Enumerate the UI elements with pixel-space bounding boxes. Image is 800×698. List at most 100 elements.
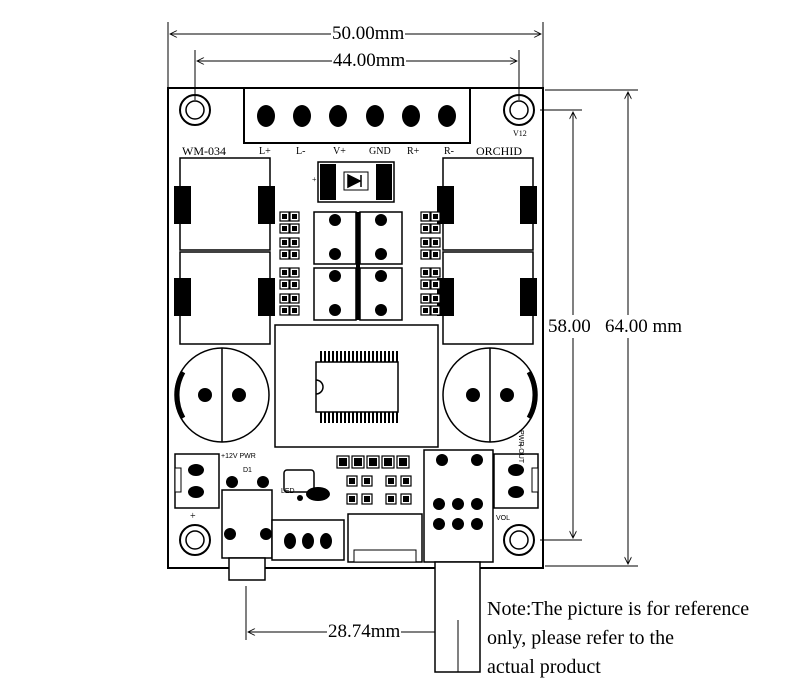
smd-pad-fill [403, 496, 409, 502]
ic-pin [352, 412, 354, 423]
terminal-label-r-minus: R- [444, 146, 454, 157]
ic-pin [396, 351, 398, 362]
electrolytic-cap-left [174, 347, 270, 443]
smd-pad-fill [423, 308, 428, 313]
ic-pin [332, 412, 334, 423]
smd-pad-fill [282, 308, 287, 313]
led-component [283, 469, 330, 501]
ic-pin [388, 351, 390, 362]
inductor-right-bottom [437, 251, 537, 345]
label-shaft-offset: 28.74mm [327, 621, 402, 642]
volume-potentiometer [423, 449, 494, 673]
label-outer-width: 50.00mm [331, 23, 406, 44]
smd-pad-fill [292, 214, 297, 219]
electrolytic-cap-right [442, 347, 538, 443]
terminal-label-r-plus: R+ [407, 146, 420, 157]
capacitor-pins [329, 212, 387, 320]
led-label: LED [281, 488, 295, 495]
smd-pad-fill [403, 478, 409, 484]
ic-pin [352, 351, 354, 362]
smd-pad-fill [339, 458, 347, 466]
ic-pin [340, 351, 342, 362]
amplifier-ic [274, 324, 439, 448]
smd-pad-fill [433, 240, 438, 245]
smd-pad-fill [282, 296, 287, 301]
ic-pin [380, 412, 382, 423]
mounting-hole-top-right [503, 94, 535, 126]
smd-pad-fill [433, 252, 438, 257]
ic-pin [372, 412, 374, 423]
smd-pad-fill [349, 496, 355, 502]
smd-pad-fill [292, 252, 297, 257]
smd-pad-fill [433, 296, 438, 301]
smd-pad-fill [423, 240, 428, 245]
smd-pad-fill [349, 478, 355, 484]
smd-pad-fill [282, 282, 287, 287]
ic-pin [328, 412, 330, 423]
ic-pin [384, 412, 386, 423]
terminal-label-v-plus: V+ [333, 146, 346, 157]
smd-pad-fill [292, 226, 297, 231]
d1-label: D1 [243, 467, 252, 474]
smd-pad-fill [282, 226, 287, 231]
ic-pin [380, 351, 382, 362]
ic-pin [344, 412, 346, 423]
smd-pad-fill [423, 296, 428, 301]
smd-pad-fill [433, 282, 438, 287]
smd-pad-fill [433, 214, 438, 219]
label-outer-height: 64.00 mm [605, 315, 683, 338]
dc-jack [221, 476, 273, 581]
smd-pad-fill [399, 458, 407, 466]
ic-pin [324, 412, 326, 423]
diode-plus-label: + [312, 175, 317, 184]
smd-pad-fill [282, 252, 287, 257]
smd-pad-fill [364, 496, 370, 502]
mounting-hole-bottom-left [179, 524, 211, 556]
smd-pad-fill [292, 308, 297, 313]
smd-pad-fill [354, 458, 362, 466]
ic-pin [344, 351, 346, 362]
smd-pad-fill [423, 214, 428, 219]
note-line-2: only, please refer to the [487, 627, 674, 649]
ic-pin [320, 351, 322, 362]
board-model-label: WM-034 [182, 144, 226, 158]
smd-pad-fill [282, 270, 287, 275]
smd-pad-fill [423, 270, 428, 275]
ic-pin [376, 412, 378, 423]
inductor-left-bottom [174, 251, 275, 345]
ic-pin [376, 351, 378, 362]
ic-pin [364, 351, 366, 362]
ic-pin [356, 412, 358, 423]
ic-pin [336, 351, 338, 362]
ic-pin [356, 351, 358, 362]
ic-pin [384, 351, 386, 362]
vol-label: VOL [496, 515, 511, 522]
inductor-left-top [174, 157, 275, 251]
ic-pin [360, 351, 362, 362]
ic-pin [320, 412, 322, 423]
smd-pad-fill [292, 282, 297, 287]
ic-pin [348, 351, 350, 362]
smd-pad-fill [384, 458, 392, 466]
label-hole-width: 44.00mm [332, 50, 407, 71]
smd-pad-fill [369, 458, 377, 466]
smd-pad-fill [388, 478, 394, 484]
smd-pad-fill [423, 282, 428, 287]
pwr-out-plus-sign: + [518, 441, 524, 452]
ic-pin [368, 351, 370, 362]
ic-pin [392, 412, 394, 423]
terminal-label-gnd: GND [369, 146, 391, 157]
smd-pad-fill [423, 252, 428, 257]
smd-pad-fill [282, 240, 287, 245]
note-line-3: actual product [487, 656, 601, 678]
ic-pin [360, 412, 362, 423]
smd-pad-fill [292, 270, 297, 275]
terminal-label-l-minus: L- [296, 146, 306, 157]
smd-pads-lower [336, 455, 412, 505]
mounting-hole-top-left [179, 94, 211, 126]
ic-pin [324, 351, 326, 362]
smd-pad-fill [292, 240, 297, 245]
smd-pad-fill [423, 226, 428, 231]
terminal-label-l-plus: L+ [259, 146, 271, 157]
